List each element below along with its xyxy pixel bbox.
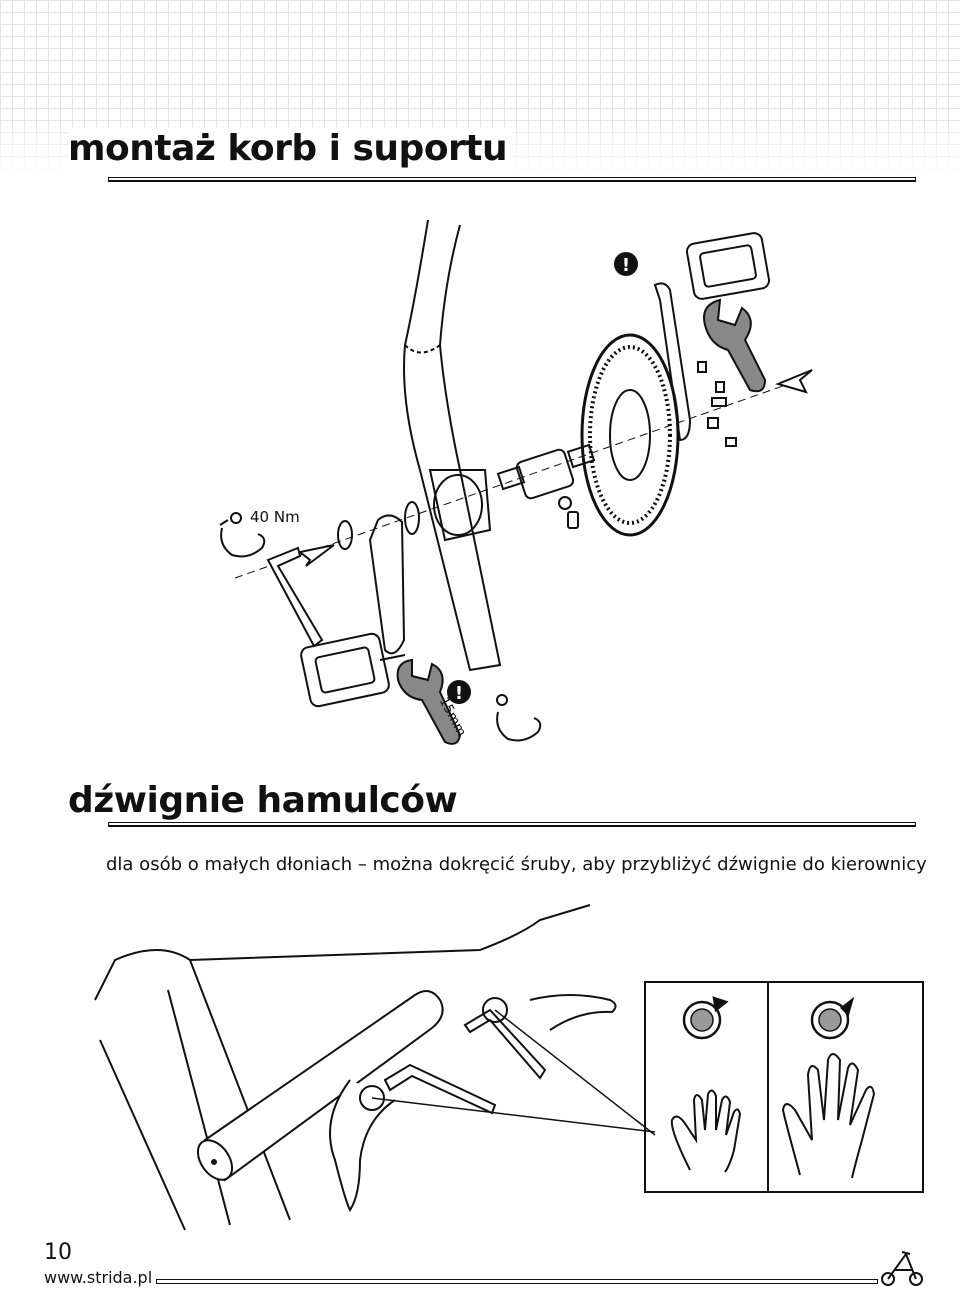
title-underline	[108, 822, 916, 827]
page-number: 10	[44, 1240, 72, 1265]
section-title-brake-levers: dźwignie hamulców	[68, 780, 458, 821]
warning-icon: !	[614, 252, 638, 276]
allen-key-icon	[463, 1008, 547, 1080]
left-crank-arm	[368, 514, 406, 655]
arrow-icon	[297, 544, 335, 567]
counterclockwise-rotation-icon	[810, 996, 855, 1040]
pedal-icon-right	[685, 232, 771, 300]
clockwise-rotation-icon	[682, 996, 729, 1040]
chainring-bolts	[697, 361, 737, 447]
svg-text:!: !	[455, 683, 463, 704]
brake-lever-caption: dla osób o małych dłoniach – można dokrę…	[106, 854, 927, 875]
brake-lever-right	[529, 994, 617, 1031]
bottom-bracket-shell	[433, 474, 483, 536]
allen-key-icon	[266, 546, 324, 648]
crank-assembly-diagram: 15mm ! ! 40 Nm	[219, 219, 813, 745]
chainring-icon	[580, 333, 680, 537]
crank-bolt	[567, 511, 579, 529]
flexed-arm-icon	[496, 694, 542, 742]
frame-tube	[403, 219, 502, 672]
adjustment-screw	[482, 997, 508, 1023]
bearing-cup-ring	[404, 501, 420, 535]
right-crank-arm	[653, 282, 692, 442]
wrench-icon	[396, 658, 462, 745]
footer-rule	[156, 1279, 878, 1284]
svg-text:!: !	[622, 255, 630, 276]
brake-lever-left	[329, 1079, 396, 1212]
torque-label: 40 Nm	[250, 508, 300, 526]
website-link[interactable]: www.strida.pl	[44, 1268, 153, 1287]
warning-icon: !	[447, 680, 471, 704]
cartridge-bottom-bracket	[496, 443, 596, 500]
large-hand-icon	[781, 1053, 876, 1179]
wrench-icon	[703, 298, 767, 393]
brake-lever-diagram	[94, 904, 924, 1231]
bicycle-logo-icon	[881, 1251, 923, 1286]
flexed-arm-icon	[219, 512, 266, 558]
arrow-icon	[774, 369, 813, 394]
title-underline	[108, 177, 916, 182]
section-title-cranks: montaż korb i suportu	[68, 128, 514, 169]
hand-size-comparison	[644, 981, 924, 1193]
handlebar-grip	[196, 990, 444, 1182]
small-hand-icon	[670, 1089, 742, 1173]
adjustment-screw	[359, 1085, 385, 1111]
pedal-icon-left	[300, 632, 406, 708]
washer	[558, 496, 572, 510]
